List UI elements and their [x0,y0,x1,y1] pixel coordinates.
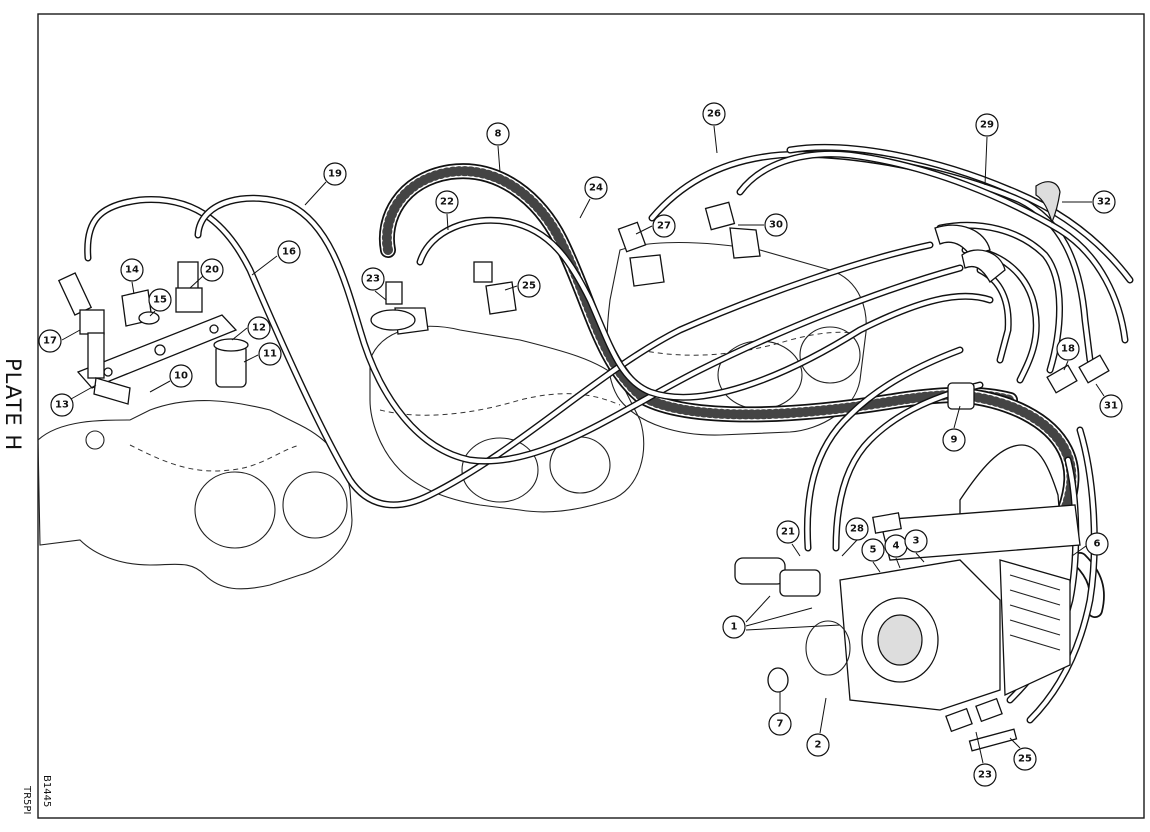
callout-17: 17 [38,329,81,353]
pipe-clips [934,224,1006,283]
svg-text:23: 23 [978,770,992,781]
pipe-clip-32 [1035,181,1061,224]
injector-30 [704,201,761,259]
callout-22: 22 [435,190,459,231]
callout-14: 14 [120,258,144,295]
hose-connector-9 [947,382,975,410]
svg-text:9: 9 [951,435,958,446]
callout-5: 5 [861,538,885,573]
callout-12: 12 [231,316,271,341]
svg-text:25: 25 [1018,754,1032,765]
callout-23-bottom: 23 [973,731,997,787]
callout-30: 30 [738,213,788,237]
callout-25-top: 25 [504,274,541,298]
svg-text:30: 30 [769,220,783,231]
svg-text:8: 8 [495,129,502,140]
callout-11: 11 [243,342,282,366]
svg-text:20: 20 [205,265,219,276]
callout-6: 6 [1071,532,1109,557]
callout-25-bottom: 25 [1009,737,1037,771]
callout-27: 27 [635,214,676,238]
svg-text:28: 28 [850,524,864,535]
svg-text:23: 23 [366,274,380,285]
svg-text:25: 25 [522,281,536,292]
svg-text:13: 13 [55,400,69,411]
svg-text:24: 24 [589,183,603,194]
callout-32: 32 [1062,190,1116,214]
callout-19: 19 [304,162,347,206]
callout-8: 8 [486,122,510,173]
plate-border [37,13,1145,819]
callout-10: 10 [149,364,193,393]
svg-text:3: 3 [913,536,920,547]
callout-16: 16 [251,240,301,276]
callout-21: 21 [776,520,801,557]
svg-text:2: 2 [815,740,822,751]
injector-27 [617,221,665,287]
callout-15: 15 [148,288,172,317]
injector-25 [473,261,517,315]
callout-7: 7 [768,692,792,736]
svg-text:12: 12 [252,323,266,334]
svg-text:15: 15 [153,295,167,306]
svg-text:7: 7 [777,719,784,730]
callout-23-top: 23 [361,267,387,301]
svg-text:29: 29 [980,120,994,131]
callout-2: 2 [806,697,830,757]
svg-text:32: 32 [1097,197,1111,208]
svg-text:18: 18 [1061,344,1075,355]
callout-18: 18 [1056,337,1080,371]
callout-28: 28 [841,517,869,557]
metering-unit [734,444,1081,752]
callout-20: 20 [189,258,224,289]
svg-text:5: 5 [870,545,877,556]
svg-text:1: 1 [731,622,738,633]
callout-3: 3 [904,529,928,563]
callout-24: 24 [579,176,608,219]
callout-13: 13 [50,384,97,417]
plate-title: PLATE H [1,358,25,451]
left-injector-bracket [76,314,238,389]
svg-text:14: 14 [125,265,139,276]
drawing-number: B1445 [41,775,52,807]
svg-text:6: 6 [1094,539,1101,550]
svg-text:10: 10 [174,371,188,382]
svg-text:31: 31 [1104,401,1118,412]
injector-17 [57,272,131,405]
svg-text:16: 16 [282,247,296,258]
callout-29: 29 [975,113,999,186]
svg-text:22: 22 [440,197,454,208]
svg-text:17: 17 [43,336,57,347]
unions-18-31 [1046,354,1110,394]
svg-text:11: 11 [263,349,277,360]
svg-text:21: 21 [781,527,795,538]
injector-20 [175,261,249,388]
callout-1: 1 [722,595,841,639]
callout-9: 9 [942,405,966,452]
svg-text:4: 4 [893,541,900,552]
svg-text:26: 26 [707,109,721,120]
fitting-14-15 [121,289,160,327]
callout-31: 31 [1095,383,1123,418]
injector-23 [370,281,429,335]
callout-26: 26 [702,102,726,154]
model-code: TR5PI [21,785,32,814]
svg-text:27: 27 [657,221,671,232]
svg-text:19: 19 [328,169,342,180]
callout-4: 4 [884,534,908,569]
